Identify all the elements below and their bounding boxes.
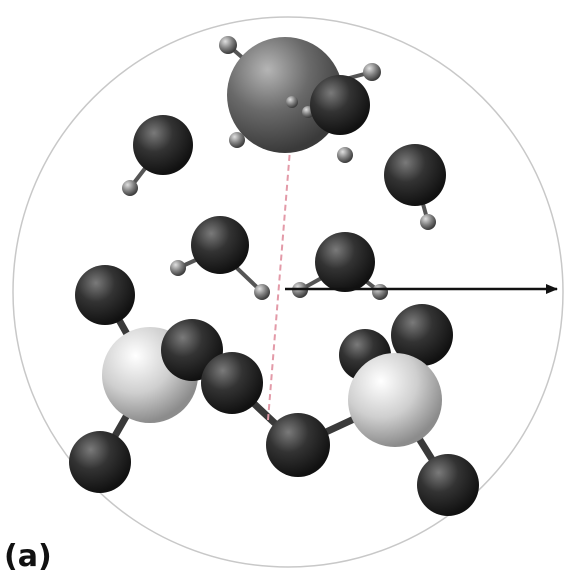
water-oxygen-atom <box>133 115 193 175</box>
water-oxygens <box>133 75 446 292</box>
hydrogen-atom <box>229 132 245 148</box>
hydrogen-atoms <box>122 36 436 300</box>
oxygen-atom <box>417 454 479 516</box>
hydrogen-atom <box>170 260 186 276</box>
oxygen-atom <box>391 304 453 366</box>
oxygen-atom <box>69 431 131 493</box>
hydrogen-atom <box>337 147 353 163</box>
boundary-circle <box>12 16 564 568</box>
water-oxygen-atom <box>310 75 370 135</box>
hydrogen-atom <box>219 36 237 54</box>
cation-atom <box>227 37 343 153</box>
hydrogen-atom <box>363 63 381 81</box>
panel-label: (a) <box>4 539 52 574</box>
oxygen-atom <box>266 413 330 477</box>
hydrogen-atom <box>254 284 270 300</box>
hydrogen-atom <box>372 284 388 300</box>
oxygen-atom <box>201 352 263 414</box>
water-oxygen-atom <box>315 232 375 292</box>
hydrogen-atom <box>420 214 436 230</box>
oxygen-atom <box>75 265 135 325</box>
water-oxygen-atom <box>384 144 446 206</box>
water-oxygen-atom <box>191 216 249 274</box>
hydrogen-atom <box>286 96 298 108</box>
coordination-dashed-line <box>267 124 293 421</box>
hydrogen-atom <box>122 180 138 196</box>
silicon-atom <box>348 353 442 447</box>
